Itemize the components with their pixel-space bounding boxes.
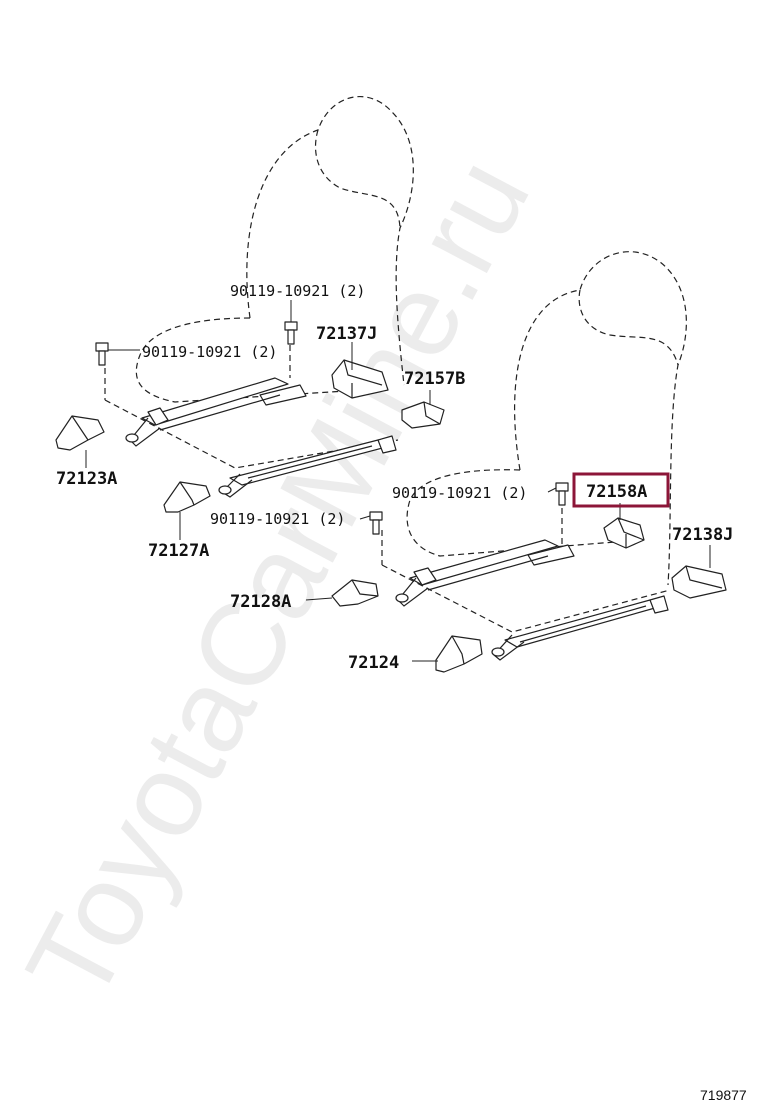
bolt-icon xyxy=(95,342,109,366)
part-label-72127A[interactable]: 72127A xyxy=(148,541,209,561)
cover-72158A[interactable] xyxy=(603,517,645,549)
right-seat-track xyxy=(395,539,669,661)
part-label-72128A[interactable]: 72128A xyxy=(230,592,291,612)
cover-72128A[interactable] xyxy=(331,579,379,607)
bolt-icon xyxy=(284,321,298,345)
bolt-label: 90119-10921 (2) xyxy=(230,282,365,300)
bolt-label: 90119-10921 (2) xyxy=(142,343,277,361)
bolt-label: 90119-10921 (2) xyxy=(210,510,345,528)
part-label-72124[interactable]: 72124 xyxy=(348,653,399,673)
cover-72157B[interactable] xyxy=(401,401,445,429)
watermark: ToyotaCarMine.ru xyxy=(1,138,555,1022)
cover-72138J[interactable] xyxy=(671,565,727,599)
right-seat-outline xyxy=(381,251,687,633)
part-label-72158A[interactable]: 72158A xyxy=(586,482,647,502)
part-label-72123A[interactable]: 72123A xyxy=(56,469,117,489)
part-label-72138J[interactable]: 72138J xyxy=(672,525,733,545)
highlight-box xyxy=(572,472,670,508)
cover-72124[interactable] xyxy=(435,635,483,673)
leader-lines xyxy=(85,300,711,662)
left-seat-outline xyxy=(104,96,414,469)
bolt-label: 90119-10921 (2) xyxy=(392,484,527,502)
left-seat-track xyxy=(125,377,397,498)
cover-72127A[interactable] xyxy=(163,481,211,513)
part-label-72157B[interactable]: 72157B xyxy=(404,369,465,389)
reference-number: 719877 xyxy=(700,1087,747,1103)
bolt-icon xyxy=(555,482,569,506)
part-label-72137J[interactable]: 72137J xyxy=(316,324,377,344)
cover-72123A[interactable] xyxy=(55,415,105,451)
cover-72137J[interactable] xyxy=(331,359,389,399)
